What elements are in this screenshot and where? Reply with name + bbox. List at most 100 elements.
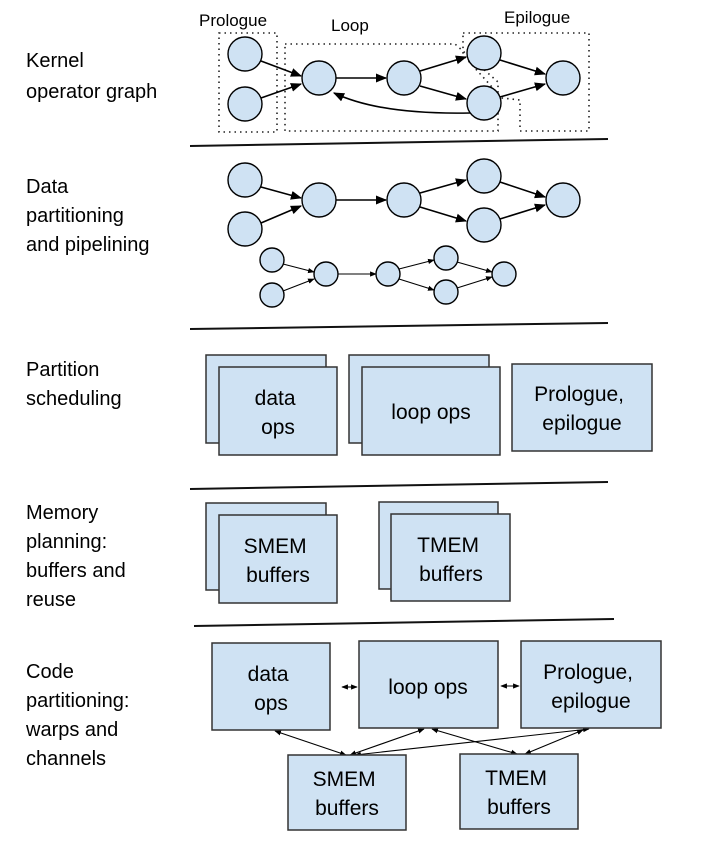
stacked-box-front [218, 366, 338, 456]
stage-label-line: warps and [25, 719, 118, 741]
prologue-epilogue-partition: Prologue, epilogue [511, 363, 653, 452]
graph-node [545, 60, 581, 96]
connection-prologue-tmem [524, 729, 584, 755]
partitioned-graph-large [227, 158, 581, 247]
partition-scheduling-boxes: data ops loop ops Prologue, epilogue [205, 354, 653, 456]
box-label: loop ops [388, 676, 467, 699]
graph-edge [398, 278, 435, 291]
stage-label-partition-scheduling: Partition scheduling [26, 359, 122, 410]
region-label-loop: Loop [331, 16, 369, 35]
box [211, 642, 331, 731]
graph-edge [419, 55, 468, 72]
graph-node [375, 261, 401, 287]
stage-label-line: Data [26, 176, 69, 198]
box-label: Prologue, epilogue [543, 661, 639, 713]
kernel-operator-graph: Prologue Loop Epilogue [199, 8, 590, 133]
stage-label-line: Kernel [26, 50, 84, 72]
loop-ops-partition: loop ops [348, 354, 501, 456]
stage-label-line: Code [26, 661, 74, 683]
stage-label-line: scheduling [26, 388, 122, 410]
stage-label-line: Partition [26, 359, 99, 381]
data-ops-partition: data ops [205, 354, 338, 456]
graph-edge [419, 206, 468, 223]
stage-separator [193, 618, 615, 627]
box-label: SMEM buffers [244, 535, 313, 587]
box-label: SMEM buffers [313, 768, 382, 820]
box-label: loop ops [391, 401, 470, 424]
graph-node [227, 211, 263, 247]
stage-separator [189, 138, 609, 147]
code-partitioning-diagram: data ops loop ops Prologue, epilogue SME… [211, 640, 662, 831]
graph-edge [282, 278, 315, 292]
stage-separator [189, 322, 609, 330]
warp-prologue-epilogue: Prologue, epilogue [520, 640, 662, 729]
smem-buffers-group: SMEM buffers [205, 502, 338, 604]
stage-separator [189, 481, 609, 490]
stage-label-line: buffers and [26, 560, 126, 582]
graph-node [433, 279, 459, 305]
box [459, 753, 579, 830]
stacked-box-front [361, 366, 501, 456]
graph-node [433, 245, 459, 271]
graph-edge [419, 178, 468, 194]
graph-node [545, 182, 581, 218]
box [358, 640, 499, 729]
stage-label-line: Memory [26, 502, 98, 524]
region-label-prologue: Prologue [199, 11, 267, 30]
graph-node [301, 60, 337, 96]
graph-node [386, 182, 422, 218]
graph-node [466, 158, 502, 194]
graph-edge [499, 82, 547, 98]
epilogue-region [462, 32, 590, 132]
graph-edge [260, 205, 303, 224]
memory-planning-boxes: SMEM buffers TMEM buffers [205, 501, 511, 604]
warp-loop-ops: loop ops [358, 640, 499, 729]
warp-data-ops: data ops [211, 642, 331, 731]
stage-label-line: partitioning: [26, 690, 129, 712]
graph-node [227, 86, 263, 122]
graph-node [259, 247, 285, 273]
graph-edge [260, 186, 303, 200]
stacked-box-front [218, 514, 338, 604]
box [287, 754, 407, 831]
graph-edge [419, 85, 468, 101]
stage-label-line: planning: [26, 531, 107, 553]
graph-edge [499, 203, 547, 220]
loop-back-edge [332, 92, 471, 114]
graph-node [466, 207, 502, 243]
box-label: data ops [248, 663, 295, 715]
stage-label-kernel: Kernel operator graph [26, 50, 157, 103]
graph-edge [456, 276, 493, 289]
stage-label-code-partitioning: Code partitioning: warps and channels [25, 661, 135, 770]
graph-node [466, 85, 502, 121]
stage-label-memory-planning: Memory planning: buffers and reuse [26, 502, 131, 611]
graph-node [466, 35, 502, 71]
graph-node [259, 282, 285, 308]
stage-label-data-partitioning: Data partitioning and pipelining [26, 176, 149, 256]
graph-edge [260, 83, 303, 99]
smem-buffers-box: SMEM buffers [287, 754, 407, 831]
stacked-box-front [390, 513, 511, 602]
box-label: data ops [255, 387, 302, 439]
graph-node [491, 261, 517, 287]
graph-edge [260, 60, 303, 77]
box [511, 363, 653, 452]
graph-node [227, 162, 263, 198]
tmem-buffers-group: TMEM buffers [378, 501, 511, 602]
stage-label-line: reuse [26, 589, 76, 611]
graph-edge [282, 263, 315, 274]
graph-edge [499, 59, 547, 76]
stage-label-line: channels [26, 748, 106, 770]
stage-label-line: and pipelining [26, 234, 149, 256]
connection-data-smem [274, 730, 347, 756]
graph-node [313, 261, 339, 287]
prologue-region [218, 32, 278, 133]
partitioned-graph-small [259, 245, 517, 308]
graph-edge [398, 258, 435, 270]
graph-node [301, 182, 337, 218]
graph-edge [456, 261, 493, 273]
box-label: TMEM buffers [417, 534, 485, 586]
stage-label-line: operator graph [26, 81, 157, 103]
region-label-epilogue: Epilogue [504, 8, 570, 27]
box [520, 640, 662, 729]
